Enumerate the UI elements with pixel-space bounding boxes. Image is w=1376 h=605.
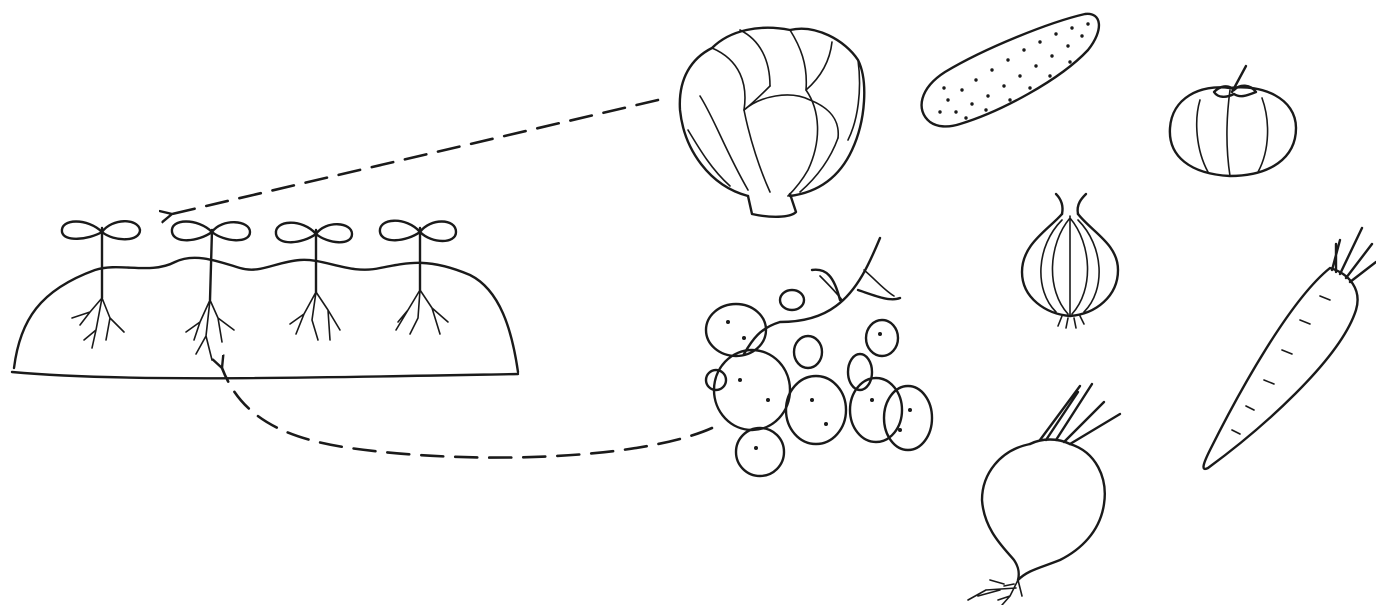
arrow-cabbage-to-seedbed [172,100,658,214]
seedling-3 [276,223,352,340]
potato-plant-icon [706,238,932,476]
cabbage-icon [680,28,864,217]
carrot-icon [1204,228,1376,469]
seedling-1 [62,221,140,348]
cucumber-icon [922,14,1099,127]
seedling-4 [380,221,456,334]
seedbed-seedlings-icon [12,221,518,379]
tomato-icon [1170,66,1296,176]
onion-icon [1022,194,1118,328]
arrow-potato-to-seedbed [222,368,712,458]
beet-icon [968,384,1120,605]
seedling-2 [172,222,250,361]
